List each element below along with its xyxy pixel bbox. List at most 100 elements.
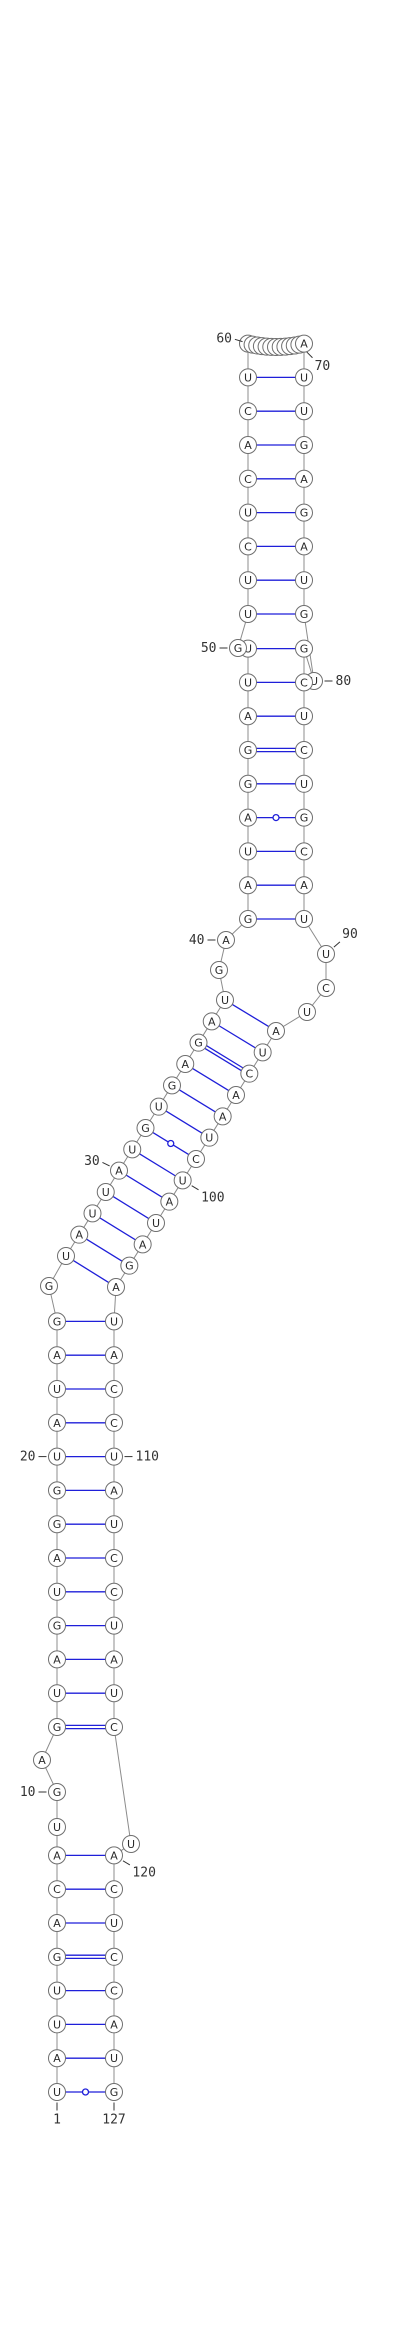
nucleotide-108: C (105, 1380, 123, 1398)
svg-text:U: U (53, 1687, 61, 1700)
nucleotide-106: U (105, 1312, 123, 1331)
svg-text:C: C (110, 1883, 118, 1896)
svg-text:G: G (215, 964, 224, 977)
svg-text:90: 90 (342, 927, 358, 942)
svg-text:A: A (112, 1281, 120, 1294)
svg-text:U: U (179, 1174, 187, 1187)
svg-text:U: U (128, 1143, 136, 1156)
nucleotide-116: A (105, 1650, 123, 1669)
nucleotide-22: U (48, 1380, 66, 1398)
svg-text:G: G (168, 1079, 177, 1092)
svg-text:G: G (300, 439, 309, 452)
nucleotide-107: A (105, 1346, 123, 1365)
nucleotide-31: U (123, 1140, 142, 1159)
position-label-1: 1 (53, 2102, 61, 2128)
svg-text:C: C (110, 1721, 118, 1734)
nucleotide-23: A (48, 1346, 66, 1365)
svg-text:U: U (53, 1383, 61, 1396)
nucleotide-118: C (105, 1718, 123, 1736)
svg-text:G: G (110, 2086, 119, 2099)
svg-text:C: C (110, 1586, 118, 1599)
svg-text:C: C (192, 1153, 200, 1166)
nucleotide-33: U (149, 1097, 168, 1116)
nucleotide-71: A (295, 334, 313, 353)
nucleotide-40: A (217, 931, 235, 949)
nucleotide-17: A (48, 1549, 66, 1567)
base-pair-35-96 (192, 1067, 230, 1092)
position-label-110: 110 (124, 1450, 159, 1465)
nucleotide-12: G (48, 1718, 66, 1736)
nucleotide-74: G (295, 436, 313, 454)
svg-text:A: A (110, 1484, 118, 1497)
position-label-40: 40 (189, 933, 216, 948)
svg-text:A: A (110, 1653, 118, 1666)
svg-text:G: G (300, 643, 309, 656)
position-label-120: 120 (122, 1860, 156, 1880)
svg-text:A: A (244, 439, 252, 452)
svg-text:A: A (181, 1058, 189, 1071)
nucleotide-24: G (48, 1312, 66, 1331)
base-pair-31-100 (139, 1153, 176, 1177)
position-label-10: 10 (20, 1785, 47, 1800)
svg-text:U: U (155, 1101, 163, 1114)
svg-text:U: U (310, 675, 318, 688)
svg-text:U: U (110, 1315, 118, 1328)
svg-text:U: U (110, 1451, 118, 1464)
nucleotide-14: A (48, 1650, 66, 1669)
nucleotide-113: C (105, 1549, 123, 1567)
svg-text:G: G (53, 1786, 62, 1799)
svg-text:A: A (300, 473, 308, 486)
base-pair-30-101 (125, 1174, 163, 1198)
nucleotide-5: G (48, 1947, 66, 1966)
base-pair-33-98 (165, 1110, 203, 1134)
nucleotide-43: U (239, 842, 257, 861)
svg-text:U: U (244, 608, 252, 621)
svg-text:U: U (110, 1917, 118, 1930)
svg-text:A: A (208, 1015, 216, 1028)
nucleotide-19: G (48, 1481, 66, 1500)
svg-text:A: A (53, 1552, 61, 1565)
svg-text:A: A (300, 879, 308, 892)
svg-text:A: A (222, 934, 230, 947)
nucleotide-111: A (105, 1481, 123, 1500)
nucleotide-89: U (295, 910, 313, 928)
nucleotide-20: U (48, 1447, 66, 1466)
nucleotide-4: U (48, 1981, 66, 2000)
nucleotide-27: A (70, 1225, 89, 1244)
svg-text:U: U (53, 2086, 61, 2099)
base-pair-layer (65, 342, 296, 2096)
nucleotide-45: G (239, 774, 257, 793)
nucleotide-110: U (105, 1447, 123, 1466)
svg-text:G: G (53, 1620, 62, 1633)
nucleotide-104: G (120, 1256, 139, 1275)
svg-text:A: A (232, 1089, 240, 1102)
nucleotide-30: A (110, 1161, 128, 1180)
svg-text:10: 10 (20, 1785, 36, 1800)
nucleotide-37: A (202, 1012, 221, 1031)
position-label-100: 100 (191, 1185, 225, 1205)
position-label-127: 127 (102, 2102, 126, 2128)
nucleotide-99: C (187, 1150, 205, 1168)
svg-text:U: U (300, 913, 308, 926)
nucleotide-127: G (105, 2083, 123, 2101)
nucleotide-55: C (239, 469, 257, 488)
nucleotide-15: G (48, 1616, 66, 1635)
svg-text:C: C (245, 1068, 253, 1081)
svg-text:U: U (53, 1985, 61, 1998)
nucleotide-50: G (229, 639, 247, 657)
svg-text:120: 120 (132, 1865, 155, 1880)
svg-text:C: C (110, 1985, 118, 1998)
svg-text:U: U (53, 1451, 61, 1464)
nucleotide-121: C (105, 1880, 123, 1899)
nucleotide-92: U (298, 1003, 316, 1021)
svg-text:110: 110 (136, 1450, 159, 1465)
svg-text:U: U (244, 845, 252, 858)
svg-text:C: C (110, 1383, 118, 1396)
svg-text:U: U (300, 710, 308, 723)
nucleotide-41: G (239, 910, 257, 928)
nucleotide-48: U (239, 673, 257, 692)
svg-text:A: A (110, 1349, 118, 1362)
nucleotide-32: G (136, 1119, 155, 1137)
nucleotide-117: U (105, 1684, 123, 1703)
